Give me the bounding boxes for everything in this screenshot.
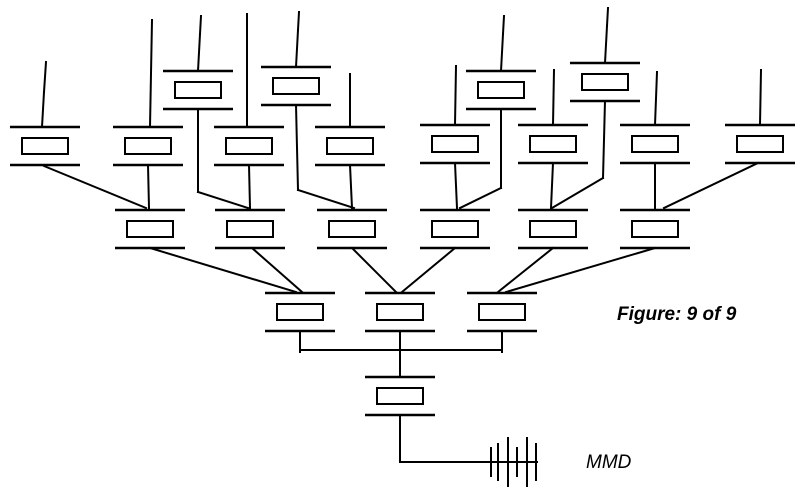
connector-line	[550, 176, 605, 210]
connector-line	[400, 246, 457, 294]
connector-line	[601, 99, 607, 180]
antenna-line	[605, 6, 610, 28]
node-l3-8-element	[736, 135, 784, 153]
antenna-line	[551, 68, 556, 127]
connector-line	[42, 164, 148, 210]
antenna-line	[42, 60, 48, 94]
node-l4-4-element	[581, 73, 629, 91]
connector-line	[196, 190, 250, 210]
figure-label: Figure: 9 of 9	[617, 304, 737, 325]
connector-line	[496, 246, 555, 294]
connector-line	[662, 161, 760, 210]
antenna-line	[198, 14, 203, 36]
connector-line	[296, 188, 356, 210]
node-l2-6-element	[631, 220, 679, 238]
node-l1-3-element	[478, 303, 526, 321]
antenna-line	[294, 28, 300, 69]
antenna-line	[40, 90, 46, 129]
connector-line	[549, 161, 555, 210]
antenna-line	[148, 18, 154, 129]
antenna-line	[501, 14, 506, 36]
node-l3-3-element	[225, 137, 273, 155]
connector-line	[348, 163, 354, 210]
connector-line	[250, 246, 304, 294]
node-l1-1-element	[276, 303, 324, 321]
node-l1-2-element	[376, 303, 424, 321]
antenna-line	[296, 10, 301, 32]
connector-line	[146, 163, 151, 210]
antenna-line	[453, 64, 458, 127]
node-l4-3-element	[477, 81, 525, 99]
connector-line	[504, 246, 657, 294]
antenna-line	[499, 32, 505, 73]
device-label: MMD	[586, 452, 632, 473]
node-l2-2-element	[226, 220, 274, 238]
node-l4-2-element	[272, 77, 320, 95]
node-root-element	[376, 387, 424, 405]
antenna-line	[653, 70, 659, 127]
connector-line	[453, 161, 459, 210]
node-l3-7-element	[631, 135, 679, 153]
node-l3-6-element	[529, 135, 577, 153]
connector-line	[458, 186, 503, 210]
node-l3-4-element	[326, 137, 374, 155]
node-l3-2-element	[124, 137, 172, 155]
antenna-line	[758, 68, 763, 127]
connector-line	[294, 103, 300, 192]
node-l3-1-element	[21, 137, 69, 155]
node-l2-5-element	[529, 220, 577, 238]
antenna-line	[196, 32, 202, 73]
connector-line	[247, 163, 252, 210]
connector-line	[350, 246, 398, 294]
node-l2-4-element	[431, 220, 479, 238]
connector-line	[148, 246, 298, 294]
node-l2-1-element	[126, 220, 174, 238]
node-l3-5-element	[431, 135, 479, 153]
node-l4-1-element	[174, 81, 222, 99]
antenna-line	[603, 24, 609, 65]
node-l2-3-element	[328, 220, 376, 238]
